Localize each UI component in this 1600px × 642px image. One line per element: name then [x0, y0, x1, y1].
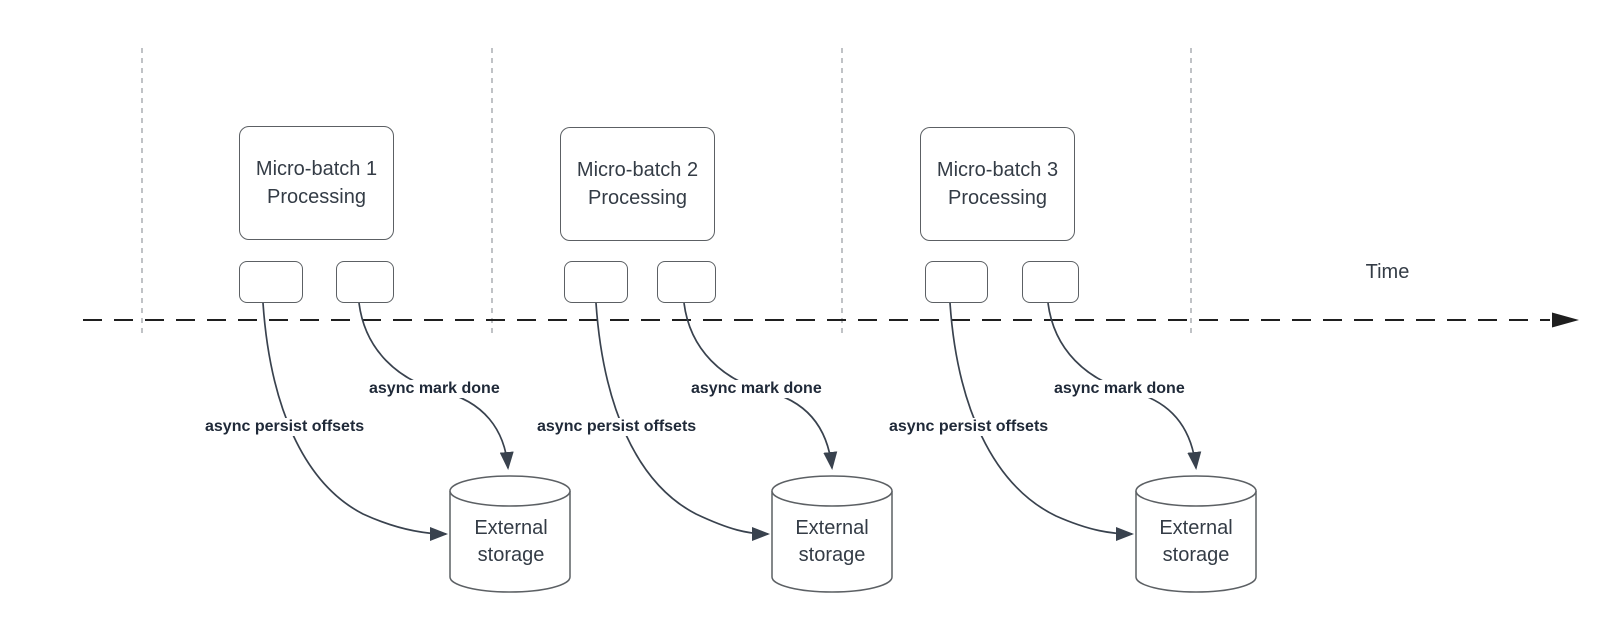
processing-box-2: Micro-batch 2 Processing — [560, 127, 715, 241]
storage-cylinder-3 — [1135, 475, 1257, 593]
done-task-box-1 — [336, 261, 394, 303]
storage-label-3: External storage — [1159, 517, 1233, 566]
storage-cylinder-2 — [771, 475, 893, 593]
time-axis-arrowhead-icon — [1552, 312, 1579, 328]
storage-label-1: External storage — [474, 517, 548, 566]
storage-label-2: External storage — [795, 517, 869, 566]
persist-offsets-arrow-2 — [595, 302, 770, 541]
persist-offsets-arrow-3 — [949, 302, 1134, 541]
persist-offsets-arrow-1 — [262, 302, 448, 541]
mark-done-label-1: async mark done — [367, 380, 502, 398]
storage-cylinder-1 — [449, 475, 571, 593]
persist-offsets-label-1: async persist offsets — [203, 418, 367, 436]
time-axis-label: Time — [1365, 261, 1410, 283]
offset-task-box-1 — [239, 261, 303, 303]
mark-done-label-2: async mark done — [689, 380, 824, 398]
done-task-box-3 — [1022, 261, 1079, 303]
persist-offsets-label-3: async persist offsets — [887, 418, 1051, 436]
processing-box-3: Micro-batch 3 Processing — [920, 127, 1075, 241]
offset-task-box-3 — [925, 261, 988, 303]
offset-task-box-2 — [564, 261, 628, 303]
processing-box-1: Micro-batch 1 Processing — [239, 126, 394, 240]
done-task-box-2 — [657, 261, 716, 303]
persist-offsets-label-2: async persist offsets — [535, 418, 699, 436]
mark-done-label-3: async mark done — [1052, 380, 1187, 398]
